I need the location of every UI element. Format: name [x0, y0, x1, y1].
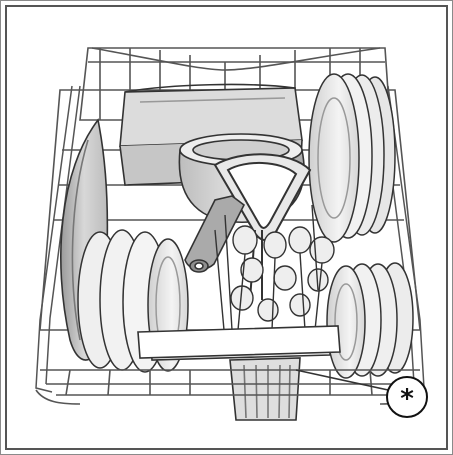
- rack-front-frame: [35, 369, 425, 405]
- tilted-cup: [184, 195, 246, 273]
- asterisk-marker-icon: *: [386, 376, 428, 418]
- plates-right-front: [326, 262, 414, 379]
- cutlery-spoons: [214, 204, 335, 331]
- callout-line: [295, 369, 389, 391]
- marker-symbol: *: [400, 384, 414, 414]
- cutlery-basket-handle: [213, 153, 312, 301]
- plates-right-back: [308, 73, 396, 243]
- cutlery-basket: [137, 325, 341, 421]
